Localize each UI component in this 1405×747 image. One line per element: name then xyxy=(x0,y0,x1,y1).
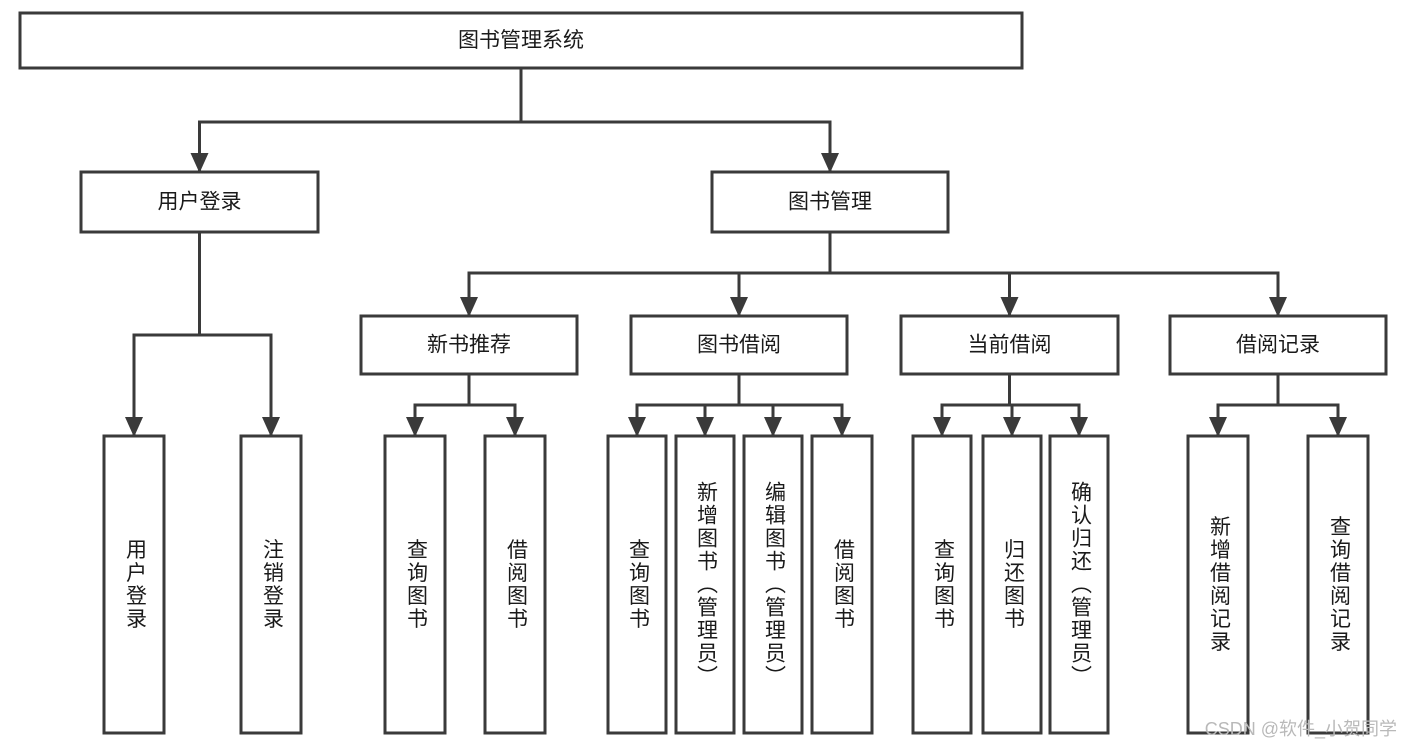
node-label: 图书借阅 xyxy=(697,334,781,357)
arrow-head-icon xyxy=(764,417,782,437)
arrow-head-icon xyxy=(406,417,424,437)
arrow-head-icon xyxy=(1329,417,1347,437)
arrow-head-icon xyxy=(190,153,209,173)
node-leaf-7[interactable]: 借阅图书 xyxy=(810,434,874,735)
arrow-head-icon xyxy=(1070,417,1088,437)
node-label: 新增图书（管理员） xyxy=(694,481,718,688)
node-level3-0[interactable]: 新书推荐 xyxy=(359,314,579,376)
node-label: 当前借阅 xyxy=(968,334,1052,357)
node-box xyxy=(1048,434,1110,735)
node-box xyxy=(742,434,804,735)
arrow-head-icon xyxy=(1003,417,1021,437)
node-label: 用户登录 xyxy=(158,191,242,214)
node-level3-1[interactable]: 图书借阅 xyxy=(629,314,849,376)
node-label: 编辑图书（管理员） xyxy=(762,481,786,688)
node-leaf-11[interactable]: 新增借阅记录 xyxy=(1186,434,1250,735)
arrow-head-icon xyxy=(933,417,951,437)
arrow-head-icon xyxy=(1000,297,1019,317)
arrow-head-icon xyxy=(628,417,646,437)
arrow-head-icon xyxy=(1269,297,1287,317)
node-level2-1[interactable]: 图书管理 xyxy=(710,170,950,234)
node-leaf-2[interactable]: 查询图书 xyxy=(383,434,447,735)
node-label: 用户登录 xyxy=(123,539,147,631)
node-label: 查询图书 xyxy=(626,539,650,631)
node-label: 归还图书 xyxy=(1001,539,1025,631)
node-leaf-0[interactable]: 用户登录 xyxy=(102,434,166,735)
node-box xyxy=(606,434,668,735)
node-box xyxy=(239,434,303,735)
node-box xyxy=(674,434,736,735)
node-label: 确认归还（管理员） xyxy=(1068,481,1092,688)
arrow-head-icon xyxy=(730,297,748,317)
node-box xyxy=(629,314,849,376)
node-label: 新增借阅记录 xyxy=(1207,516,1231,654)
arrow-head-icon xyxy=(1209,417,1227,437)
node-box xyxy=(1306,434,1370,735)
node-level2-0[interactable]: 用户登录 xyxy=(79,170,320,234)
node-box xyxy=(899,314,1120,376)
node-leaf-5[interactable]: 新增图书（管理员） xyxy=(674,434,736,735)
node-label: 注销登录 xyxy=(260,539,284,631)
node-box xyxy=(1186,434,1250,735)
node-leaf-9[interactable]: 归还图书 xyxy=(981,434,1043,735)
node-leaf-1[interactable]: 注销登录 xyxy=(239,434,303,735)
node-leaf-12[interactable]: 查询借阅记录 xyxy=(1306,434,1370,735)
node-label: 图书管理系统 xyxy=(458,29,584,52)
node-box xyxy=(102,434,166,735)
node-leaf-8[interactable]: 查询图书 xyxy=(911,434,973,735)
node-box xyxy=(981,434,1043,735)
node-label: 查询图书 xyxy=(931,539,955,631)
node-box xyxy=(810,434,874,735)
node-leaf-6[interactable]: 编辑图书（管理员） xyxy=(742,434,804,735)
node-box xyxy=(911,434,973,735)
node-label: 查询图书 xyxy=(404,539,428,631)
arrow-head-icon xyxy=(696,417,714,437)
node-label: 借阅图书 xyxy=(831,539,855,631)
node-layer: 图书管理系统用户登录图书管理新书推荐图书借阅当前借阅借阅记录用户登录注销登录查询… xyxy=(18,11,1388,735)
node-root-system[interactable]: 图书管理系统 xyxy=(18,11,1024,70)
node-label: 查询借阅记录 xyxy=(1327,516,1351,654)
node-level3-2[interactable]: 当前借阅 xyxy=(899,314,1120,376)
arrow-head-icon xyxy=(125,417,143,437)
node-box xyxy=(383,434,447,735)
arrow-head-icon xyxy=(262,417,280,437)
node-box xyxy=(79,170,320,234)
node-box xyxy=(359,314,579,376)
node-label: 图书管理 xyxy=(788,191,872,214)
node-level3-3[interactable]: 借阅记录 xyxy=(1168,314,1388,376)
edge-layer xyxy=(125,66,1347,437)
node-label: 借阅记录 xyxy=(1236,334,1320,357)
node-leaf-3[interactable]: 借阅图书 xyxy=(483,434,547,735)
node-label: 新书推荐 xyxy=(427,334,511,357)
arrow-head-icon xyxy=(460,297,478,317)
arrow-head-icon xyxy=(506,417,524,437)
node-box xyxy=(710,170,950,234)
node-label: 借阅图书 xyxy=(504,539,528,631)
node-box xyxy=(18,11,1024,70)
arrow-head-icon xyxy=(833,417,851,437)
node-leaf-10[interactable]: 确认归还（管理员） xyxy=(1048,434,1110,735)
node-leaf-4[interactable]: 查询图书 xyxy=(606,434,668,735)
arrow-head-icon xyxy=(821,153,839,173)
node-box xyxy=(483,434,547,735)
node-box xyxy=(1168,314,1388,376)
